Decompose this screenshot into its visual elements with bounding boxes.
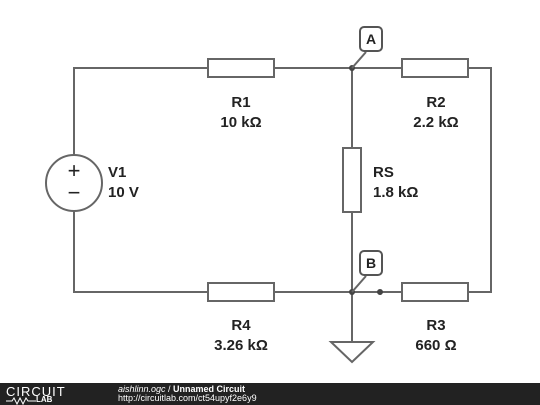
v1-minus-symbol: − — [68, 180, 81, 205]
circuit-schematic: + − A B V1 10 V R1 10 kΩ R2 2.2 kΩ RS 1.… — [45, 26, 492, 364]
junction-dot-b-right — [377, 289, 383, 295]
rs-value-label: 1.8 kΩ — [373, 184, 418, 201]
voltage-source-v1[interactable]: + − — [45, 154, 103, 212]
resistor-r4[interactable] — [207, 282, 275, 302]
v1-plus-symbol: + — [68, 158, 81, 183]
r1-name-label: R1 — [231, 94, 250, 111]
footer-separator: / — [165, 384, 174, 394]
footer-url[interactable]: http://circuitlab.com/ct54upyf2e6y9 — [118, 393, 257, 403]
resistor-r2[interactable] — [401, 58, 469, 78]
resistor-rs[interactable] — [342, 147, 362, 213]
logo-resistor-icon — [6, 397, 36, 405]
r4-value-label: 3.26 kΩ — [214, 337, 268, 354]
logo-top-text: CIRCUIT — [6, 384, 66, 399]
node-label-b: B — [366, 255, 376, 271]
rs-name-label: RS — [373, 164, 394, 181]
footer-author[interactable]: aishlinn.ogc — [118, 384, 166, 394]
node-tag-b[interactable]: B — [351, 250, 383, 293]
circuitlab-logo[interactable]: CIRCUIT LAB — [6, 384, 118, 405]
wire-left-bottom — [73, 206, 208, 293]
r1-value-label: 10 kΩ — [220, 114, 261, 131]
wire-left-top — [73, 67, 208, 160]
v1-value-label: 10 V — [108, 184, 139, 201]
r3-value-label: 660 Ω — [415, 337, 456, 354]
footer-info: aishlinn.ogc / Unnamed Circuit http://ci… — [118, 385, 257, 403]
ground-icon — [328, 341, 376, 364]
node-tag-a[interactable]: A — [351, 26, 383, 69]
r2-name-label: R2 — [426, 94, 445, 111]
logo-bottom-text: LAB — [36, 395, 53, 404]
resistor-r3[interactable] — [401, 282, 469, 302]
r4-name-label: R4 — [231, 317, 251, 334]
r2-value-label: 2.2 kΩ — [413, 114, 458, 131]
v1-name-label: V1 — [108, 164, 126, 181]
node-label-a: A — [366, 31, 376, 47]
r3-name-label: R3 — [426, 317, 445, 334]
footer-circuit-title[interactable]: Unnamed Circuit — [173, 384, 246, 394]
wires — [73, 67, 492, 342]
wire-right-loop — [468, 67, 492, 293]
resistor-r1[interactable] — [207, 58, 275, 78]
footer-bar: CIRCUIT LAB aishlinn.ogc / Unnamed Circu… — [0, 383, 540, 405]
